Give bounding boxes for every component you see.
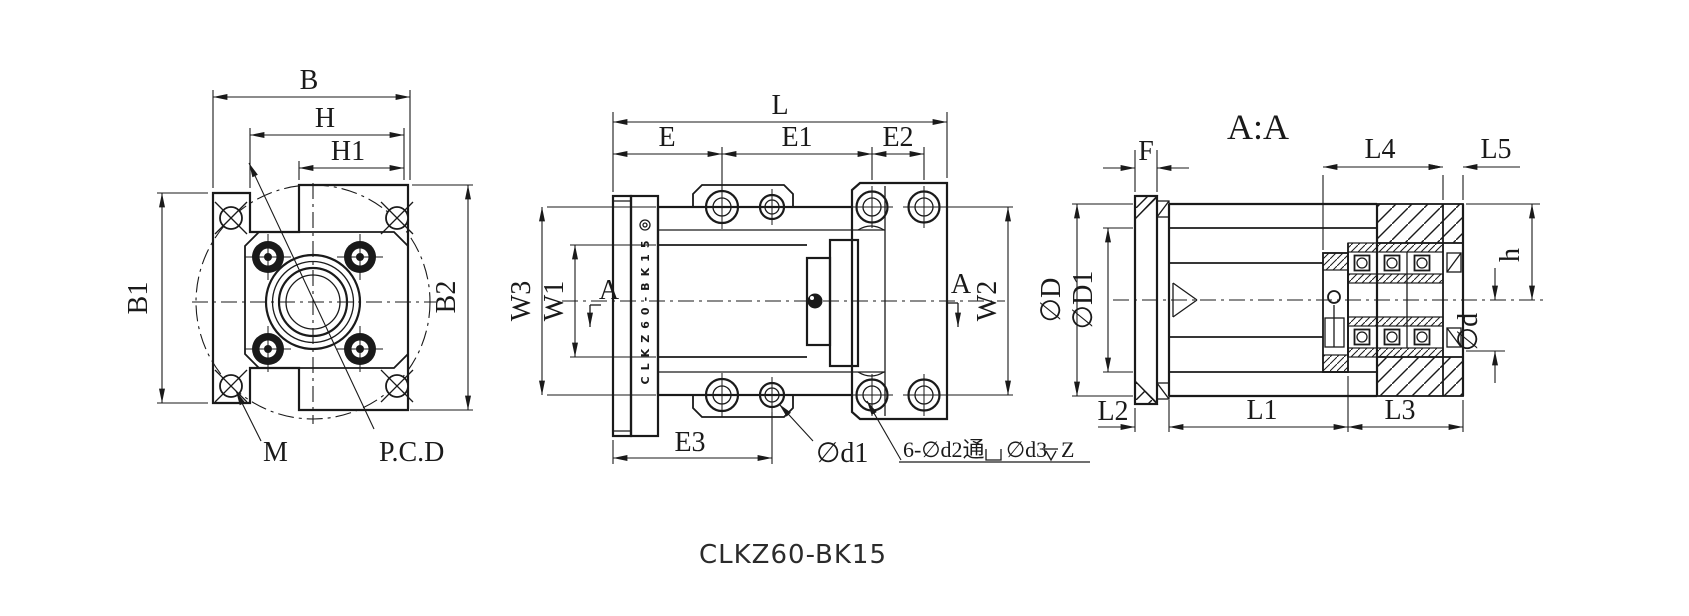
top-lug — [692, 184, 794, 207]
top-dimensions: L E E1 E2 W3 W1 W2 E3 — [506, 90, 1090, 469]
front-body-outline — [211, 183, 410, 412]
clamp-block — [805, 238, 860, 368]
dim-label-e: E — [658, 122, 675, 153]
clamp-screw-dot — [807, 293, 823, 309]
counterbore-hole — [903, 186, 945, 228]
dim-label-dia-d: ∅D — [1036, 278, 1067, 323]
top-view-holes — [700, 185, 945, 417]
drawing-caption: CLKZ60-BK15 — [699, 540, 887, 570]
cap-seam-top — [857, 225, 885, 231]
section-dimensions: F ∅D ∅D1 L4 L5 h ∅d — [1036, 134, 1540, 432]
section-cut-arrows: A A — [587, 269, 972, 328]
bolt-hole — [337, 326, 383, 372]
label-pcd: P.C.D — [379, 437, 444, 468]
flange-plate-edge — [611, 194, 633, 438]
section-view: A:A — [1036, 107, 1545, 432]
dim-label-l1: L1 — [1246, 395, 1277, 426]
corner-screw — [380, 369, 414, 403]
center-bore — [264, 253, 362, 351]
cap-seam-bottom — [857, 371, 885, 377]
flange-bolt-holes — [245, 234, 383, 372]
leader-d1 — [778, 403, 814, 442]
bolt-hole — [245, 326, 291, 372]
bearing-ball — [1383, 254, 1401, 272]
dim-label-b1: B1 — [123, 282, 154, 315]
marking-text: CLKZ60-BK15 — [639, 240, 652, 385]
dim-label-l3: L3 — [1384, 395, 1415, 426]
bolt-hole — [337, 234, 383, 280]
bearing-ball — [1353, 254, 1371, 272]
dim-label-l: L — [771, 90, 788, 121]
leader-pcd — [248, 162, 375, 430]
counterbore-hole — [700, 185, 744, 229]
small-hole — [754, 377, 790, 413]
counterbore-hole — [851, 186, 893, 228]
flange-square — [244, 231, 409, 369]
bearing-ball — [1413, 328, 1431, 346]
corner-screw — [214, 201, 248, 235]
corner-screw — [380, 201, 414, 235]
mount-block — [850, 181, 949, 421]
set-screw — [1327, 290, 1341, 304]
dim-label-e1: E1 — [781, 122, 812, 153]
label-d1: ∅d1 — [816, 438, 868, 469]
counterbore-hole — [700, 373, 744, 417]
dim-label-e2: E2 — [882, 122, 913, 153]
product-marking: CLKZ60-BK15 — [639, 219, 652, 385]
dim-label-h-sec: h — [1495, 248, 1526, 262]
bolt-hole — [245, 234, 291, 280]
bearing-ball — [1413, 254, 1431, 272]
bearing-ball — [1383, 328, 1401, 346]
front-view: B H H1 B1 B2 M P.C.D — [123, 65, 473, 468]
dim-label-w3: W3 — [506, 281, 537, 321]
depth-icon — [1044, 448, 1058, 462]
bearing-ball — [1353, 328, 1371, 346]
dim-label-h1: H1 — [331, 136, 365, 167]
brand-logo-icon — [639, 219, 651, 231]
section-arrow-label-left: A — [599, 275, 620, 306]
hole-note: 6-∅d2通 ∅d3 Z — [866, 400, 1090, 463]
bottom-lug — [692, 395, 794, 418]
hole-note-depth: Z — [1061, 437, 1074, 462]
dim-label-l2: L2 — [1097, 396, 1128, 427]
top-view: CLKZ60-BK15 — [506, 90, 1090, 469]
dim-label-w2: W2 — [972, 281, 1003, 321]
dim-label-dia-d-small: ∅d — [1453, 313, 1484, 351]
leader-m — [235, 390, 262, 442]
section-arrow-label-right: A — [951, 269, 972, 300]
bearings — [1347, 204, 1462, 396]
front-dimensions: B H H1 B1 B2 M P.C.D — [123, 65, 473, 468]
flange — [1133, 194, 1170, 406]
hole-note-prefix: 6-∅d2通 — [903, 437, 985, 462]
label-m: M — [263, 437, 288, 468]
dim-label-l5: L5 — [1480, 134, 1511, 165]
dim-label-e3: E3 — [674, 427, 705, 458]
corner-screw — [214, 369, 248, 403]
lock-collar — [1322, 252, 1349, 373]
dim-label-w1: W1 — [539, 281, 570, 321]
hole-note-cbore-dia: ∅d3 — [1006, 437, 1047, 462]
small-hole — [754, 189, 790, 225]
section-title: A:A — [1227, 107, 1289, 147]
dim-label-h: H — [315, 103, 335, 134]
dim-label-f: F — [1138, 136, 1154, 167]
dim-label-b2: B2 — [431, 281, 462, 314]
counterbore-hole — [903, 374, 945, 416]
dim-label-dia-d1: ∅D1 — [1068, 271, 1099, 330]
counterbore-icon — [985, 449, 1002, 461]
dim-label-b: B — [300, 65, 319, 96]
dim-label-l4: L4 — [1364, 134, 1395, 165]
